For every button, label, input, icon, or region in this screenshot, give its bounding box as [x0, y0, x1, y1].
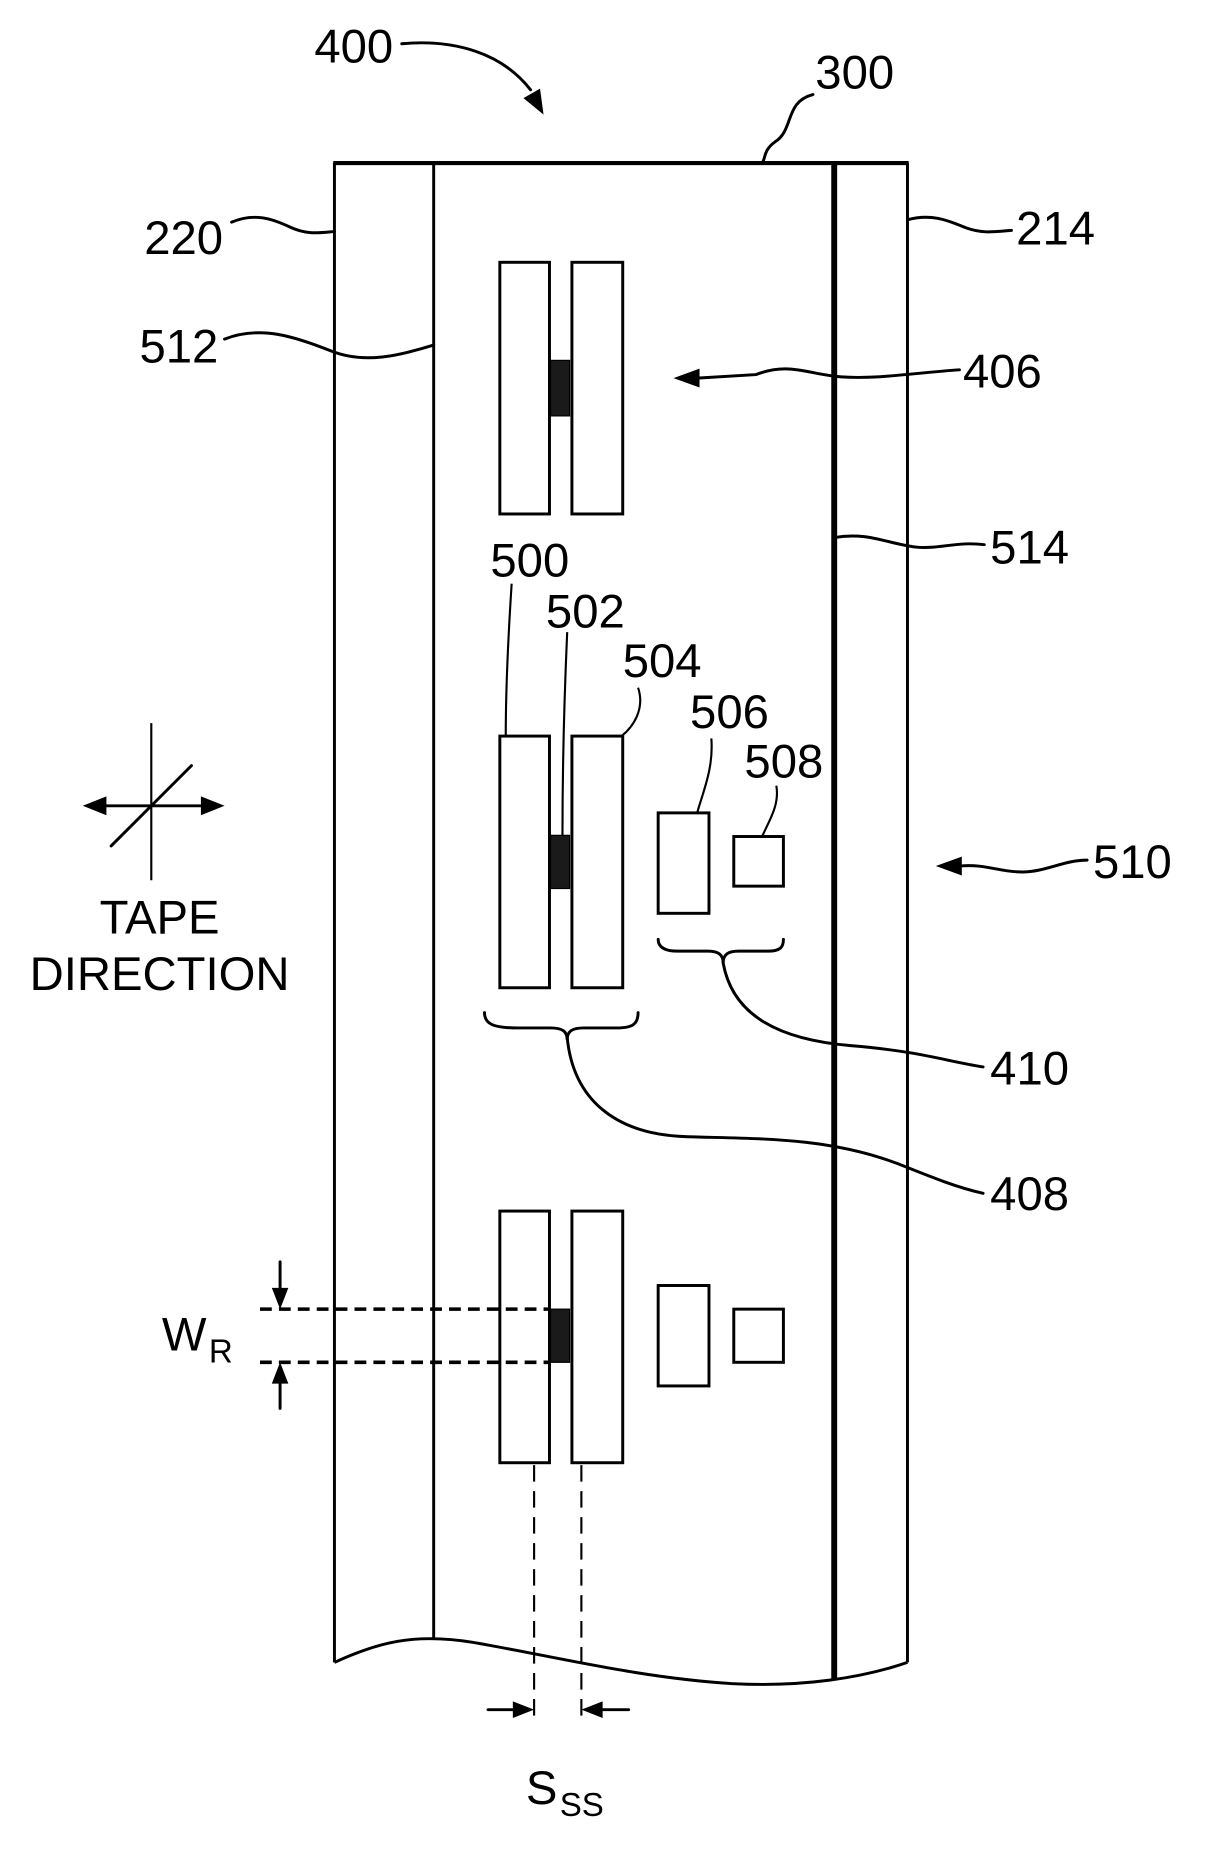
label-406: 406: [963, 346, 1042, 399]
tape-direction-line2: DIRECTION: [30, 948, 290, 1001]
leader-408: [567, 1037, 983, 1193]
brace-410: [658, 939, 783, 963]
shield-left: [500, 262, 550, 514]
shield-right: [572, 262, 623, 514]
tape-direction-symbol: [83, 723, 225, 880]
label-508: 508: [744, 735, 823, 788]
leader-504: [622, 688, 641, 736]
leader-410: [723, 963, 983, 1067]
sensor-lower: [551, 1309, 570, 1362]
label-510: 510: [1093, 836, 1172, 889]
leader-220: [232, 217, 335, 233]
read-width-subscript: R: [209, 1333, 233, 1370]
leader-508: [762, 786, 777, 837]
leader-300: [762, 95, 813, 164]
element-group-lower: [500, 1211, 784, 1463]
element-group-408: [500, 736, 623, 988]
leader-500: [506, 584, 512, 736]
label-500: 500: [490, 535, 569, 588]
element-group-410: [658, 813, 783, 913]
shield-spacing-subscript: SS: [560, 1787, 604, 1824]
element-lower-a: [658, 1286, 709, 1386]
read-width-symbol: W: [162, 1308, 207, 1361]
arrowhead-510: [936, 857, 962, 876]
leader-512: [225, 333, 434, 358]
brace-408: [484, 1013, 638, 1040]
shield-spacing-symbol: S: [526, 1762, 558, 1815]
leader-514: [834, 536, 984, 548]
label-220: 220: [144, 212, 223, 265]
shield-spacing-dimension: [488, 1465, 629, 1720]
leader-214: [907, 217, 1011, 232]
leader-506: [697, 738, 712, 812]
arrowhead-up: [272, 1362, 289, 1383]
label-400: 400: [314, 21, 393, 74]
leader-400: [402, 43, 531, 90]
tape-direction-line1: TAPE: [100, 891, 220, 944]
label-512: 512: [139, 321, 218, 374]
label-506: 506: [690, 686, 769, 739]
arrowhead-400: [523, 89, 543, 115]
shield-left-lower: [500, 1211, 550, 1463]
arrowhead-right: [201, 796, 225, 815]
arrowhead-left-pointing: [581, 1701, 602, 1718]
shield-504: [572, 736, 623, 988]
label-514: 514: [990, 522, 1069, 575]
sensor-502: [551, 835, 570, 888]
sensor-element: [551, 360, 570, 416]
arrowhead-406: [674, 369, 700, 388]
label-502: 502: [546, 585, 625, 638]
arrowhead-left: [83, 796, 107, 815]
shield-500: [500, 736, 550, 988]
arrowhead-right-pointing: [513, 1701, 534, 1718]
label-410: 410: [990, 1043, 1069, 1096]
bottom-break-line: [334, 1639, 907, 1685]
leader-510: [959, 860, 1087, 872]
read-width-label: WR: [162, 1308, 233, 1370]
label-300: 300: [815, 47, 894, 100]
arrowhead-down: [272, 1288, 289, 1309]
leader-406: [697, 369, 959, 378]
label-504: 504: [623, 635, 702, 688]
shield-right-lower: [572, 1211, 623, 1463]
label-214: 214: [1016, 203, 1095, 256]
element-lower-b: [734, 1309, 784, 1362]
shield-spacing-label: SSS: [526, 1762, 604, 1824]
element-group-406: [500, 262, 623, 514]
leader-502: [562, 632, 567, 835]
label-408: 408: [990, 1168, 1069, 1221]
element-508: [734, 837, 784, 887]
element-506: [658, 813, 709, 913]
